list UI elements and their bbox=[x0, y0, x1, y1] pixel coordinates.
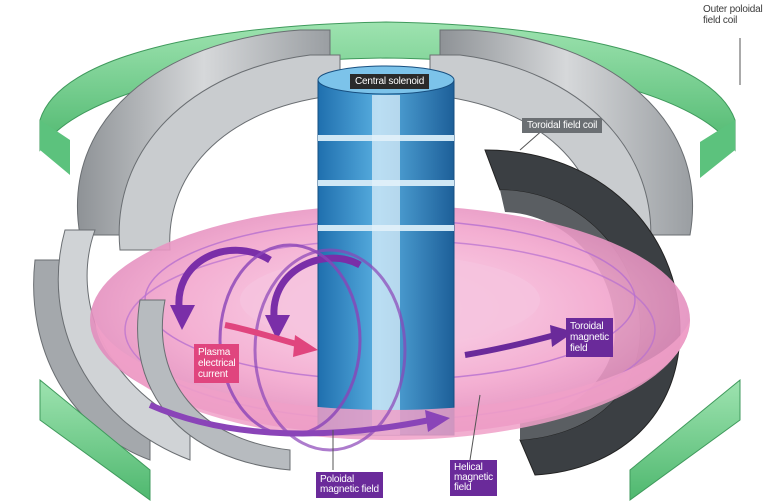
plasma-current-arrow bbox=[224, 322, 318, 357]
label-poloidal-magnetic-field: Poloidal magnetic field bbox=[316, 472, 383, 498]
label-toroidal-field-coil: Toroidal field coil bbox=[522, 118, 603, 133]
label-plasma-electrical-current: Plasma electrical current bbox=[194, 344, 240, 383]
label-outer-poloidal-field-coil: Outer poloidal field coil bbox=[703, 4, 763, 26]
helical-field-arrows bbox=[148, 402, 450, 437]
poloidal-field-arrows bbox=[170, 243, 407, 452]
label-central-solenoid: Central solenoid bbox=[350, 74, 430, 89]
label-toroidal-magnetic-field: Toroidal magnetic field bbox=[566, 318, 613, 357]
label-helical-magnetic-field: Helical magnetic field bbox=[450, 460, 497, 496]
lower-tf-coils bbox=[39, 299, 741, 501]
